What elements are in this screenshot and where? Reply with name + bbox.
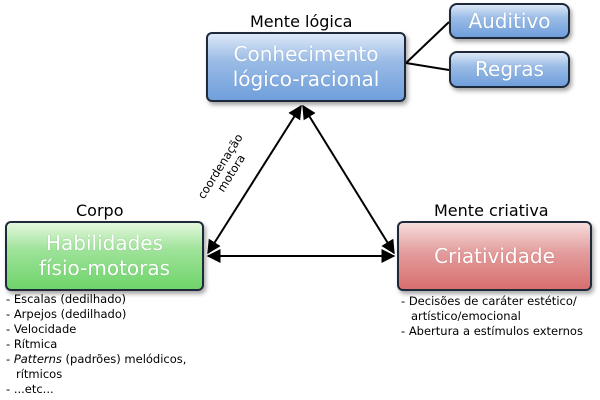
body-list-item-text: Rítmica (13, 337, 58, 351)
connector-rules (405, 62, 450, 71)
body-list-item: rítmicos (6, 367, 186, 382)
body-list-item: - Arpejos (dedilhado) (6, 307, 127, 321)
body-list-item-text: Arpejos (dedilhado) (13, 307, 127, 321)
body-list-item-text: Velocidade (13, 322, 77, 336)
arrow-logic-body (207, 104, 302, 255)
logic-knowledge-box: Conhecimento lógico-racional (206, 32, 406, 102)
creativity-list-item: - Decisões de caráter estético/ (401, 294, 577, 308)
heading-mind-creative: Mente criativa (434, 201, 549, 220)
creativity-list: - Decisões de caráter estético/artístico… (401, 294, 583, 339)
body-list-item-text: ...etc... (13, 382, 54, 396)
rules-box: Regras (449, 51, 570, 88)
creativity-list-item-text: Abertura a estímulos externos (408, 324, 583, 338)
arrow-logic-creativity (302, 104, 395, 255)
creativity-label: Criatividade (434, 243, 555, 268)
body-list-item-text: Escalas (dedilhado) (13, 292, 127, 306)
body-skills-list: - Escalas (dedilhado)- Arpejos (dedilhad… (6, 292, 186, 397)
body-list-item: - Patterns (padrões) melódicos, (6, 352, 187, 366)
body-list-item-italic: Patterns (13, 352, 62, 366)
logic-box-line-1: Conhecimento (233, 42, 379, 66)
body-list-item-text: (padrões) melódicos, (61, 352, 187, 366)
auditory-box: Auditivo (449, 3, 570, 39)
body-box-line-1: Habilidades (45, 231, 164, 255)
body-list-item-text: rítmicos (16, 367, 63, 381)
creativity-list-item: - Abertura a estímulos externos (401, 324, 583, 338)
creativity-list-item-text: Decisões de caráter estético/ (408, 294, 577, 308)
logic-box-line-2: lógico-racional (232, 67, 380, 91)
body-list-item: - Velocidade (6, 322, 77, 336)
body-list-item: - Rítmica (6, 337, 58, 351)
body-list-item: - Escalas (dedilhado) (6, 292, 127, 306)
body-skills-box: Habilidades físio-motoras (5, 221, 204, 291)
heading-body: Corpo (76, 201, 124, 220)
body-list-item: - ...etc... (6, 382, 54, 396)
creativity-box: Criatividade (397, 221, 592, 291)
creativity-list-item-text: artístico/emocional (411, 309, 521, 323)
heading-mind-logic: Mente lógica (250, 12, 353, 31)
auditory-label: Auditivo (468, 8, 551, 33)
body-box-line-2: físio-motoras (38, 256, 171, 280)
connector-auditory (405, 21, 450, 64)
creativity-list-item: artístico/emocional (401, 309, 583, 324)
rules-label: Regras (475, 57, 544, 81)
